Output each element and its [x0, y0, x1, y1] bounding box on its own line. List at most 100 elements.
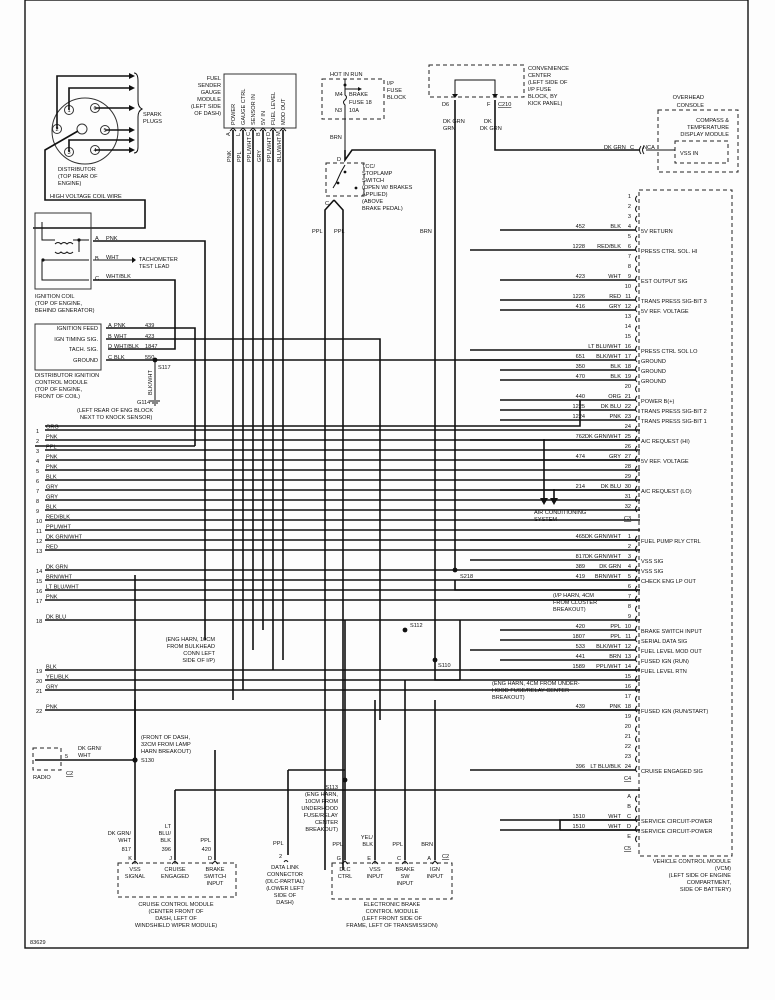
wire-number: 14: [36, 569, 42, 575]
dicm-pin: A: [108, 323, 112, 329]
svg-text:DISPLAY MODULE: DISPLAY MODULE: [680, 132, 729, 138]
wire-number: 21: [36, 689, 42, 695]
vcm-circuit: 389: [576, 564, 585, 570]
cruise-pin: J: [169, 856, 172, 862]
connector-icon: [635, 285, 638, 293]
fuel-sender-wire-color: GRY: [257, 150, 263, 162]
vcm-connector-id: C3: [624, 516, 631, 522]
vcm-pin-number: 21: [625, 734, 631, 740]
wire-number: 15: [36, 579, 42, 585]
wire-color: DK BLU: [46, 615, 66, 621]
vcm-pin-number: 11: [625, 634, 631, 640]
wire-color: PPL: [46, 445, 57, 451]
ebcm-label: (LEFT FRONT SIDE OF: [362, 916, 423, 922]
connector-icon: [635, 305, 638, 313]
vcm-pin-function: A/C REQUEST (LO): [641, 489, 692, 495]
connector-icon: [635, 685, 638, 693]
splice-note: SIDE OF I/P): [182, 658, 215, 664]
vcm-connector-id: C5: [624, 846, 631, 852]
splice-note: 32CM FROM LAMP: [141, 742, 191, 748]
connector-icon: [635, 385, 638, 393]
vcm-circuit: 1224: [573, 414, 585, 420]
vcm-circuit: 419: [576, 574, 585, 580]
connector-icon: [341, 860, 349, 865]
vcm-pin-function: VSS SIG: [641, 569, 663, 575]
wire-color: PNK: [46, 455, 58, 461]
cruise-module-label: DASH, LEFT OF: [155, 916, 197, 922]
vcm-wire-color: PPL/WHT: [596, 664, 621, 670]
svg-text:NCA: NCA: [643, 145, 655, 151]
splice-note: BREAKOUT): [492, 695, 525, 701]
vcm-pin-function: A/C REQUEST (HI): [641, 439, 690, 445]
wire-color: RED: [46, 545, 58, 551]
vcm-pin-function: 5V RETURN: [641, 229, 673, 235]
fuel-sender-pin: B: [256, 132, 262, 136]
svg-text:OVERHEAD: OVERHEAD: [673, 95, 704, 101]
vcm-pin-number: 15: [625, 334, 631, 340]
vcm-wire-color: WHT: [608, 824, 621, 830]
splice-id: S218: [460, 574, 473, 580]
wire-color: GRY: [46, 685, 58, 691]
svg-text:AIR CONDITIONING: AIR CONDITIONING: [534, 510, 586, 516]
splice-id: S130: [141, 758, 154, 764]
vcm-pin-number: 32: [625, 504, 631, 510]
connector-icon: [635, 625, 638, 633]
connector-icon: [635, 295, 638, 303]
connector-icon: [635, 815, 638, 823]
vcm-pin-function: FUSED IGN (RUN): [641, 659, 689, 665]
vcm-pin-number: 8: [628, 604, 631, 610]
vcm-pin-function: GROUND: [641, 359, 666, 365]
vcm-pin-number: 17: [625, 354, 631, 360]
vcm-pin-number: 28: [625, 464, 631, 470]
fuel-sender-wire-color: BLU/WHT: [277, 136, 283, 162]
wire-number: 18: [36, 619, 42, 625]
wire-color: BRN/WHT: [46, 575, 73, 581]
data-link-connector: PPL 2 DATA LINKCONNECTOR(DLC-PARTIAL)(LO…: [265, 841, 305, 906]
splice-note: (ENG HARN, 4CM FROM UNDER-: [492, 681, 580, 687]
svg-text:CONSOLE: CONSOLE: [677, 103, 705, 109]
wire-number: 1: [36, 429, 39, 435]
connector-icon: [635, 585, 638, 593]
connector-icon: [635, 315, 638, 323]
dicm-wire-color: WHT: [114, 334, 127, 340]
cruise-pin-name: SWITCH: [204, 874, 226, 880]
vcm-pin-number: C: [627, 814, 631, 820]
cruise-module-label: (CENTER FRONT OF: [149, 909, 204, 915]
vcm-pin-function: TRANS PRESS SIG-BIT 2: [641, 409, 707, 415]
vcm-wire-color: LT BLU/BLK: [590, 764, 621, 770]
vcm-label: (VCM): [715, 866, 731, 872]
connector-icon: [635, 375, 638, 383]
connector-icon: [635, 755, 638, 763]
vcm-wire-color: DK BLU: [601, 404, 621, 410]
cruise-wire-color: BLK: [160, 838, 171, 844]
cruise-pin-name: BRAKE: [206, 867, 225, 873]
tcc-switch-label: SWITCH: [362, 178, 384, 184]
dicm-pin: C: [108, 355, 112, 361]
fuel-sender-pin: M: [276, 131, 282, 136]
dicm-label: DISTRIBUTOR IGNITION: [35, 373, 99, 379]
svg-text:(TOP OF ENGINE,: (TOP OF ENGINE,: [35, 301, 82, 307]
connector-icon: [635, 355, 638, 363]
coil-a-wire-color: PNK: [106, 236, 118, 242]
tcc-switch-label: (OPEN W/ BRAKES: [362, 185, 413, 191]
vcm-circuit: 470: [576, 374, 585, 380]
hv-coil-wire: [33, 130, 146, 229]
spark-plug-arrow-icon: [129, 85, 135, 91]
wire-number: 6: [36, 479, 39, 485]
svg-text:WHT: WHT: [106, 255, 119, 261]
connector-icon: [635, 455, 638, 463]
terminal-number: 3: [67, 150, 70, 156]
wire-number: 2: [36, 439, 39, 445]
connector-icon: [401, 860, 409, 865]
fuel-sender-pin-name: MOD OUT: [281, 98, 287, 125]
vcm-wire-color: BRN: [609, 654, 621, 660]
wire-number: 8: [36, 499, 39, 505]
convenience-center-label: CONVENIENCE: [528, 66, 569, 72]
connector-icon: [635, 395, 638, 403]
fuel-sender-label: SENDER: [198, 83, 221, 89]
vcm-pin-number: 6: [628, 584, 631, 590]
vcm-circuit: 817: [576, 554, 585, 560]
connector-icon: [635, 665, 638, 673]
dicm-wire-color: WHT/BLK: [114, 344, 139, 350]
